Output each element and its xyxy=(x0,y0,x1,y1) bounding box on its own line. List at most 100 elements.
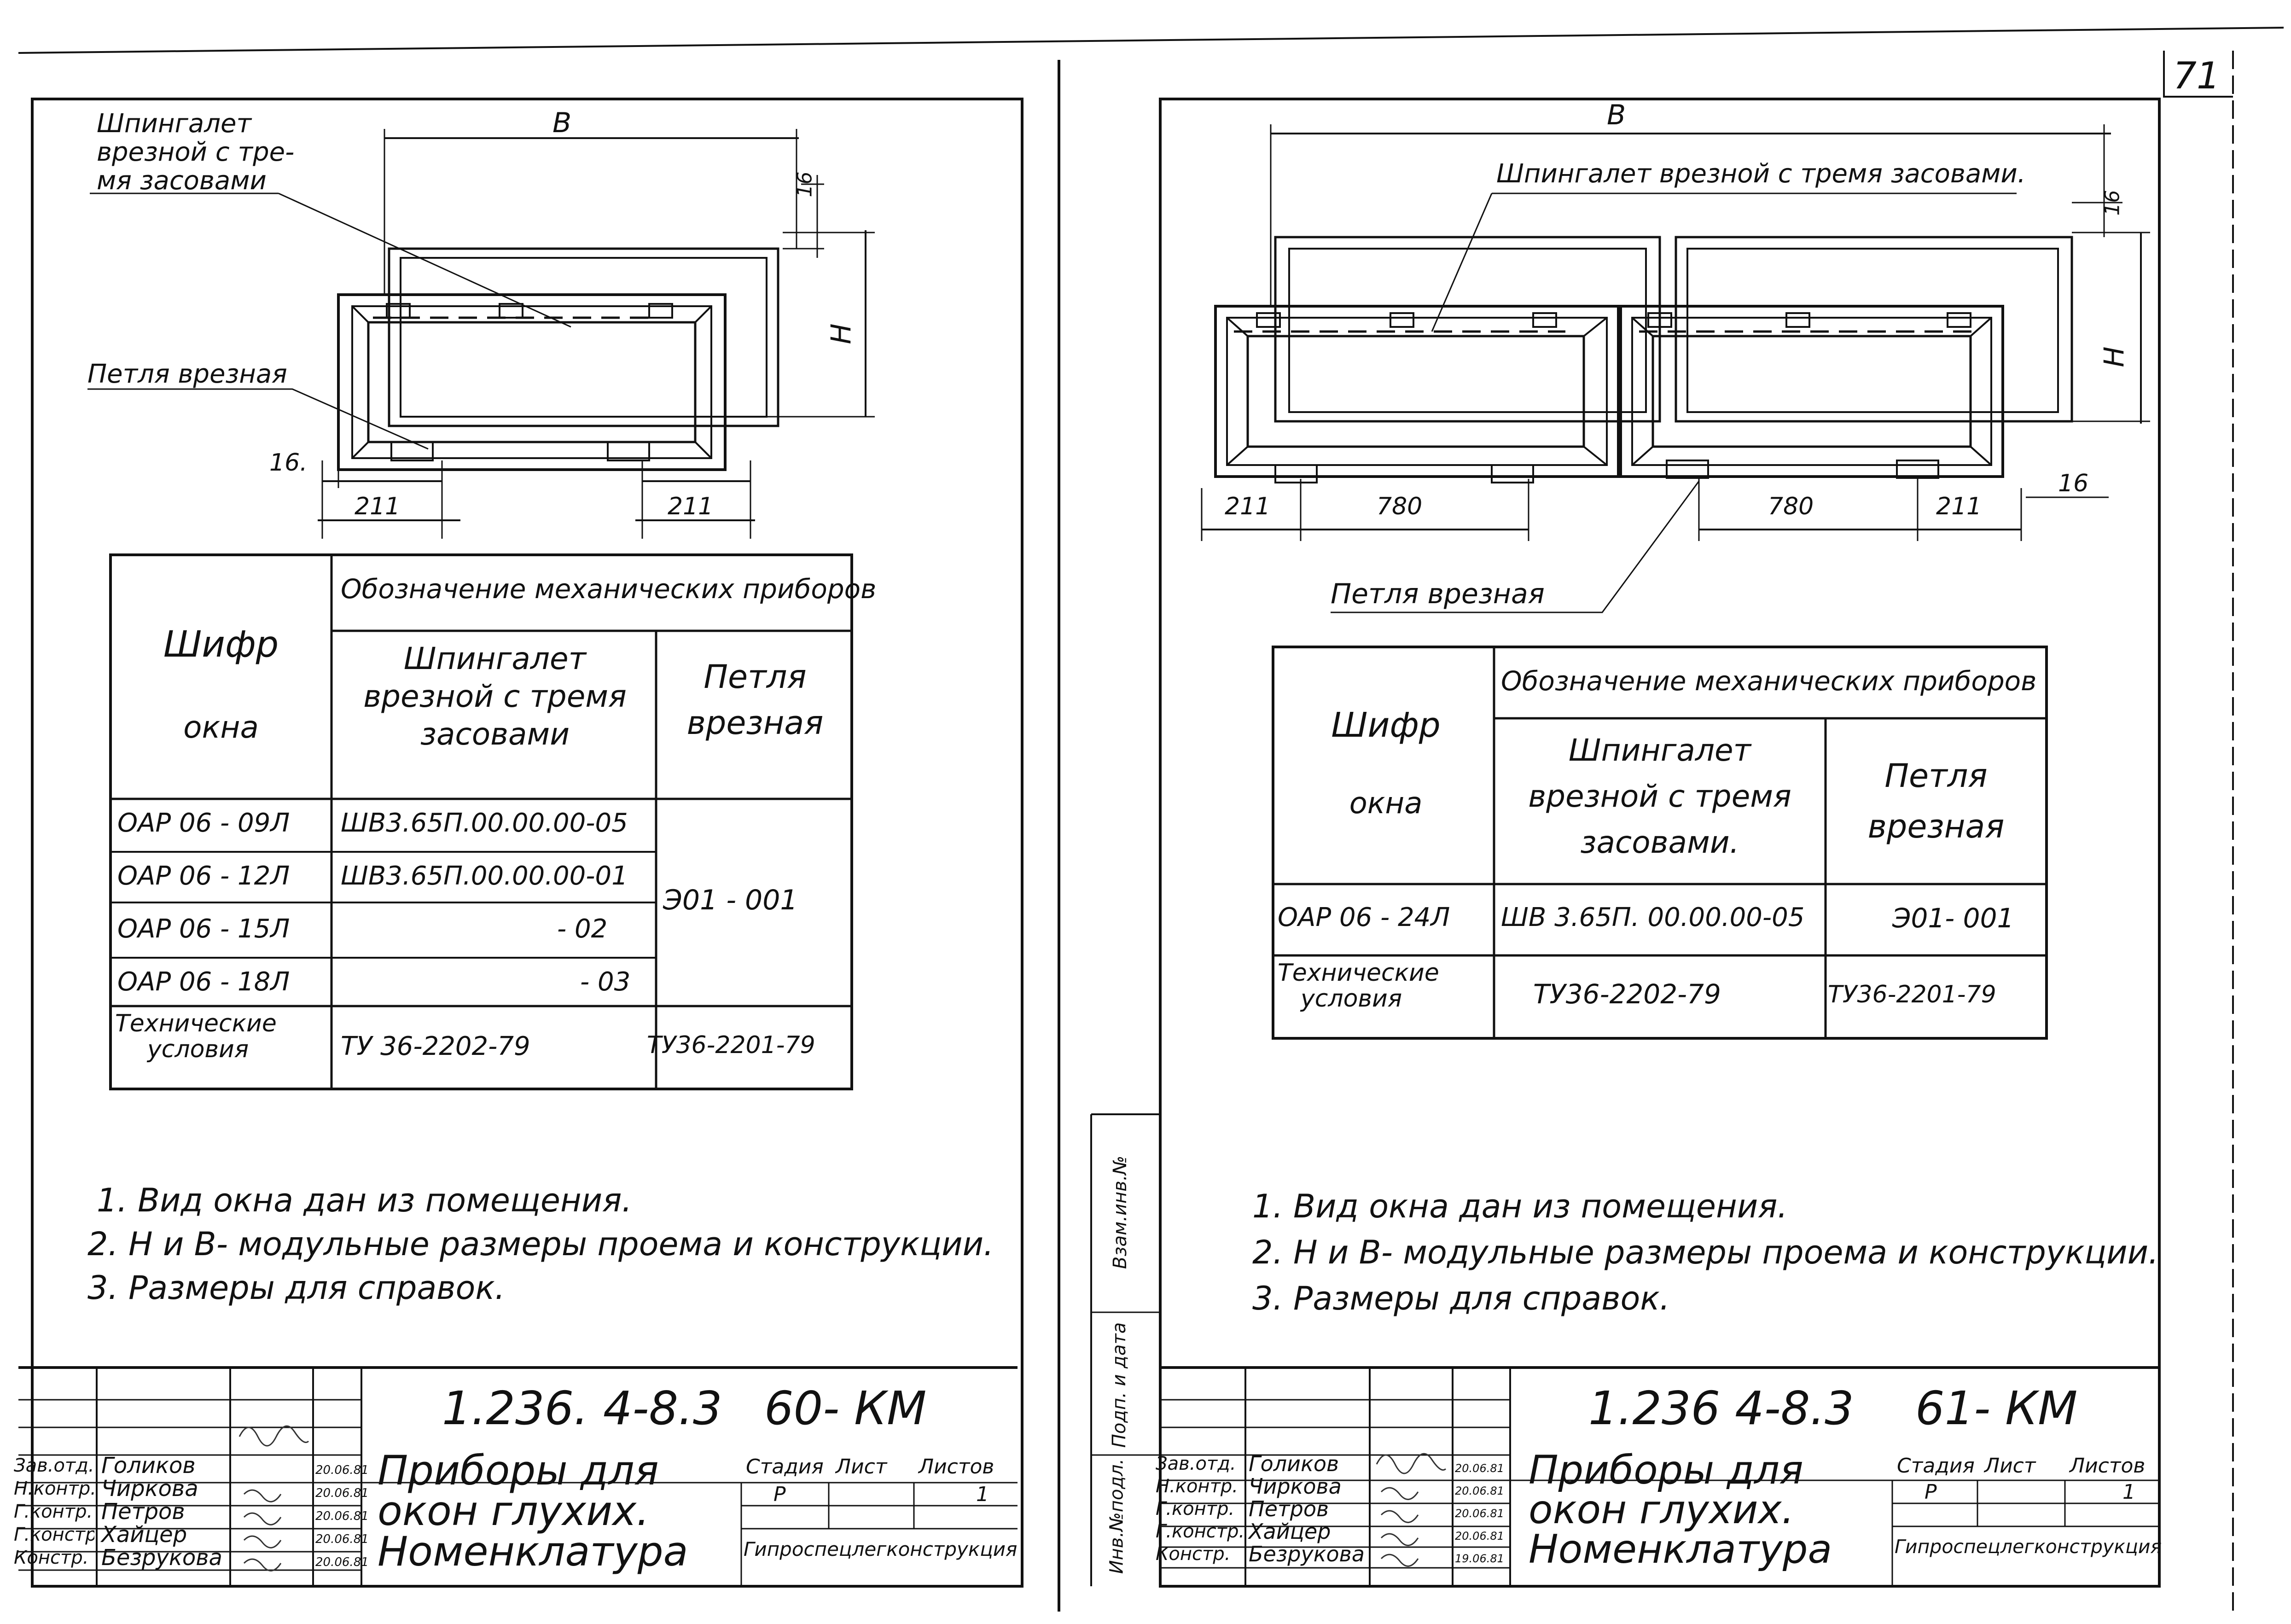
left-dim-211-a: 211 xyxy=(355,493,401,520)
right-dim-211-a: 211 xyxy=(1225,493,1271,520)
date: 20.06.81 xyxy=(1455,1507,1504,1520)
header-line: врезной с тремя xyxy=(1528,779,1791,814)
right-dim-16-top: 16 xyxy=(2100,190,2124,216)
left-stamp-stage-label: Стадия xyxy=(746,1455,824,1478)
date: 20.06.81 xyxy=(315,1509,369,1523)
left-tech-label: Технические условия xyxy=(115,1011,277,1062)
right-stamp-stage-label: Стадия xyxy=(1897,1454,1975,1478)
header-line: врезная xyxy=(686,704,824,742)
left-hinge-code: Э01 - 001 xyxy=(663,884,798,916)
left-dim-16-top: 16 xyxy=(793,171,817,198)
left-table-header-hinge: Петля врезная xyxy=(658,654,852,746)
role: Констр. xyxy=(1156,1543,1231,1565)
name: Безрукова xyxy=(101,1545,222,1571)
header-line: засовами. xyxy=(1580,825,1739,860)
name: Чиркова xyxy=(1249,1474,1342,1499)
left-row-code: ОАР 06 - 15Л xyxy=(117,914,290,944)
left-doc-code: 1.236. 4-8.3 xyxy=(442,1381,722,1435)
title-line: окон глухих. xyxy=(378,1487,650,1535)
right-doc-code: 1.236 4-8.3 xyxy=(1588,1381,1854,1435)
header-line: Петля xyxy=(1884,757,1988,795)
role: Зав.отд. xyxy=(14,1455,94,1476)
label-line: условия xyxy=(147,1036,249,1063)
right-row-hinge: Э01- 001 xyxy=(1892,902,2014,934)
right-stamp-dates: 20.06.81 20.06.81 20.06.81 20.06.81 19.0… xyxy=(1455,1457,1504,1570)
right-tech-esp: ТУ36-2202-79 xyxy=(1533,978,1721,1010)
right-table-header-code: Шифр окна xyxy=(1303,686,1469,843)
left-espagnolette-callout: Шпингалет врезной с тре- мя засовами xyxy=(97,110,294,195)
role: Н.контр. xyxy=(14,1478,94,1499)
note-line: 3. Размеры для справок. xyxy=(1252,1280,1670,1317)
right-stamp-sheets-label: Листов xyxy=(2070,1454,2146,1478)
header-line: окна xyxy=(1349,786,1423,821)
left-row-esp: - 03 xyxy=(580,967,631,997)
left-row-code: ОАР 06 - 09Л xyxy=(117,808,290,838)
left-stamp-roles: Зав.отд. Н.контр. Г.контр. Г.констр. Кон… xyxy=(14,1454,94,1569)
left-tech-hinge: ТУ36-2201-79 xyxy=(647,1031,815,1059)
side-label-replacement: Взам.инв.№ xyxy=(1110,1155,1131,1269)
date: 20.06.81 xyxy=(315,1463,369,1477)
right-dim-211-b: 211 xyxy=(1936,493,1982,520)
left-table-header-code: Шифр окна xyxy=(152,603,290,769)
date: 20.06.81 xyxy=(315,1486,369,1500)
right-stamp-stage: Р xyxy=(1925,1480,1937,1504)
left-stamp-sheets-label: Листов xyxy=(919,1455,994,1478)
date: 20.06.81 xyxy=(315,1532,369,1546)
left-row-code: ОАР 06 - 18Л xyxy=(117,967,290,997)
note-line: 3. Размеры для справок. xyxy=(87,1269,505,1307)
label-line: Технические xyxy=(115,1010,277,1037)
header-line: Шпингалет xyxy=(403,641,587,676)
right-dim-780-a: 780 xyxy=(1377,493,1423,520)
name: Голиков xyxy=(101,1453,196,1478)
callout-line: Шпингалет xyxy=(97,109,252,139)
right-dim-780-b: 780 xyxy=(1768,493,1814,520)
right-stamp-sheet-label: Лист xyxy=(1984,1454,2036,1478)
left-stamp-sheets: 1 xyxy=(976,1483,989,1506)
left-row-esp: ШВ3.65П.00.00.00-05 xyxy=(341,808,628,838)
note-line: 1. Вид окна дан из помещения. xyxy=(1252,1187,1788,1225)
signature-golikov-left xyxy=(238,1425,309,1447)
left-stamp-sheet-label: Лист xyxy=(836,1455,887,1478)
page-number: 71 xyxy=(2173,54,2220,97)
right-tech-label: Технические условия xyxy=(1278,960,1439,1012)
side-label-signature-date: Подп. и дата xyxy=(1109,1322,1130,1448)
left-stamp-title: Приборы для окон глухих. Номенклатура xyxy=(378,1450,688,1572)
name: Петров xyxy=(1249,1496,1329,1521)
name: Хайцер xyxy=(1249,1519,1331,1544)
role: Г.контр. xyxy=(1156,1498,1235,1519)
right-stamp-org: Гипроспецлегконструкция xyxy=(1895,1536,2162,1558)
header-line: Шифр xyxy=(1331,705,1441,745)
note-line: 2. Н и В- модульные размеры проема и кон… xyxy=(1252,1234,2159,1271)
header-line: Шпингалет xyxy=(1568,733,1751,768)
left-row-code: ОАР 06 - 12Л xyxy=(117,861,290,891)
left-stamp-org: Гипроспецлегконструкция xyxy=(744,1538,1018,1560)
left-dim-211-b: 211 xyxy=(668,493,714,520)
label-line: условия xyxy=(1301,985,1402,1013)
left-dim-16: 16. xyxy=(269,449,308,477)
name: Петров xyxy=(101,1499,185,1525)
date: 19.06.81 xyxy=(1455,1552,1504,1565)
note-line: 2. Н и В- модульные размеры проема и кон… xyxy=(87,1225,994,1263)
date: 20.06.81 xyxy=(1455,1462,1504,1475)
role: Г.контр. xyxy=(14,1501,93,1522)
role: Констр. xyxy=(14,1547,89,1568)
callout-line: врезной с тре- xyxy=(97,137,295,167)
left-sheet-code: 60- КМ xyxy=(764,1381,927,1435)
role: Г.констр. xyxy=(1156,1521,1243,1542)
right-stamp-roles: Зав.отд. Н.контр. Г.контр. Г.констр. Кон… xyxy=(1156,1453,1243,1566)
right-table-header-hinge: Петля врезная xyxy=(1828,751,2044,852)
role: Н.контр. xyxy=(1156,1476,1238,1497)
header-line: Шифр xyxy=(163,624,279,665)
right-stamp-sheets: 1 xyxy=(2122,1480,2135,1504)
name: Чиркова xyxy=(101,1476,198,1502)
right-stamp-names: Голиков Чиркова Петров Хайцер Безрукова xyxy=(1249,1453,1365,1566)
right-espagnolette-callout: Шпингалет врезной с тремя засовами. xyxy=(1496,159,2026,189)
left-table-header-group: Обозначение механических приборов xyxy=(341,573,877,605)
left-stamp-names: Голиков Чиркова Петров Хайцер Безрукова xyxy=(101,1454,222,1569)
callout-line: мя засовами xyxy=(97,166,267,196)
header-line: врезная xyxy=(1867,808,2005,845)
left-stamp-dates: 20.06.81 20.06.81 20.06.81 20.06.81 20.0… xyxy=(315,1459,369,1574)
right-notes: 1. Вид окна дан из помещения. 2. Н и В- … xyxy=(1252,1183,2158,1321)
note-line: 1. Вид окна дан из помещения. xyxy=(97,1182,632,1219)
right-hinge-callout: Петля врезная xyxy=(1331,578,1545,610)
